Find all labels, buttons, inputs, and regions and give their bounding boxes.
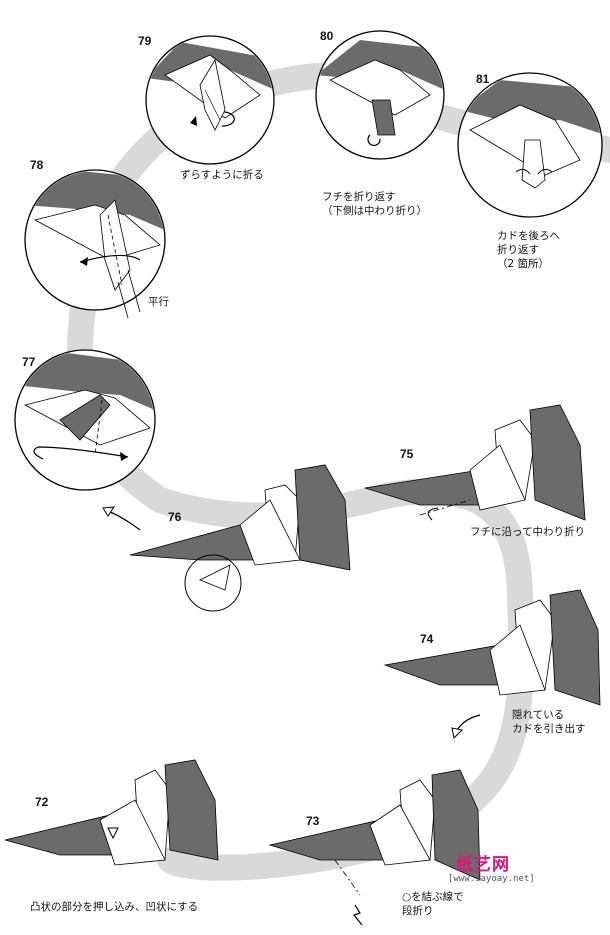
step-80-caption-line1: フチを折り返す (322, 190, 396, 204)
step-number-80: 80 (320, 29, 333, 43)
step-81-caption-line2: 折り返す (497, 243, 539, 257)
step-81-caption-line1: カドを後ろへ (497, 229, 560, 243)
step-number-81: 81 (476, 72, 489, 86)
step-79-detail-circle (146, 36, 280, 164)
step-81-detail-circle (458, 73, 610, 217)
step-74-caption-line2: カドを引き出す (512, 722, 586, 736)
watermark-site-name: 纸艺网 (456, 850, 510, 875)
step-79-caption: ずらすように折る (180, 168, 264, 182)
watermark-url: [www.sayoay.net] (448, 874, 535, 884)
step-number-73: 73 (306, 814, 319, 828)
step-number-76: 76 (168, 510, 181, 524)
step-73-caption-line1: ○を結ぶ線で (402, 890, 464, 904)
step-number-75: 75 (400, 447, 413, 461)
step-73-caption-line2: 段折り (402, 904, 434, 918)
step-72-caption: 凸状の部分を押し込み、凹状にする (30, 900, 198, 914)
step-80-caption-line2: （下側は中わり折り） (322, 204, 427, 218)
step-80-detail-circle (316, 31, 450, 159)
step-81-caption-line3: （2 箇所） (497, 257, 549, 271)
step-74-caption-line1: 隠れている (512, 708, 564, 722)
step-72-figure (5, 760, 218, 865)
step-number-77: 77 (22, 355, 35, 369)
step-number-74: 74 (420, 632, 433, 646)
step-74-figure (385, 590, 600, 738)
step-75-caption: フチに沿って中わり折り (470, 525, 585, 539)
step-number-72: 72 (35, 795, 48, 809)
step-78-parallel-label: 平行 (148, 295, 169, 309)
step-number-78: 78 (30, 158, 43, 172)
step-number-79: 79 (138, 34, 151, 48)
